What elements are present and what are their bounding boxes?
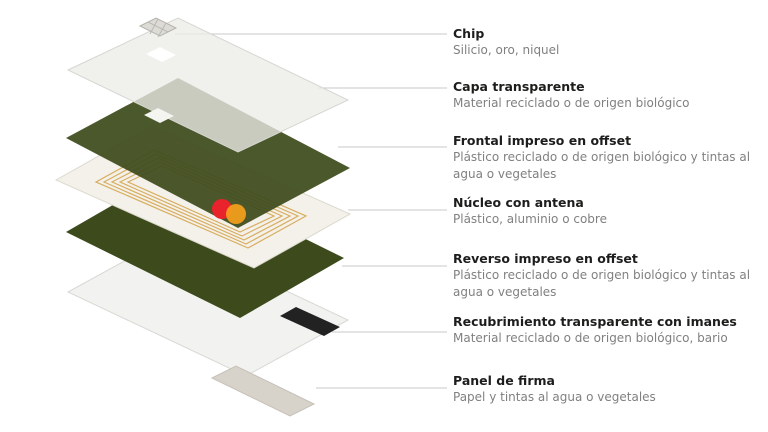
mastercard-orange-circle	[226, 204, 246, 224]
leader-lines	[175, 33, 447, 389]
magnetic-stripe	[280, 307, 340, 336]
window-cutout-top	[146, 47, 176, 62]
layer-title: Núcleo con antena	[453, 195, 584, 210]
layer-title: Recubrimiento transparente con imanes	[453, 314, 737, 329]
chip-icon	[138, 17, 178, 38]
layer-title: Chip	[453, 26, 485, 41]
layer-description: Plástico, aluminio o cobre	[453, 212, 607, 226]
frontal-layer	[66, 78, 350, 228]
layer-description: Silicio, oro, niquel	[453, 43, 560, 57]
signature-panel	[210, 365, 316, 417]
capa-transparente-layer	[66, 17, 350, 153]
label-capa-transparente: Capa transparente Material reciclado o d…	[453, 79, 763, 112]
layer-title: Frontal impreso en offset	[453, 133, 632, 148]
layer-title: Panel de firma	[453, 373, 555, 388]
layer-description: Material reciclado o de origen biológico…	[453, 331, 728, 345]
window-cutout-mid	[144, 108, 174, 123]
label-chip: Chip Silicio, oro, niquel	[453, 26, 763, 59]
label-panel-firma: Panel de firma Papel y tintas al agua o …	[453, 373, 763, 406]
layer-description: Plástico reciclado o de origen biológico…	[453, 150, 751, 181]
label-frontal: Frontal impreso en offset Plástico recic…	[453, 133, 763, 183]
label-recubrimiento: Recubrimiento transparente con imanes Ma…	[453, 314, 763, 347]
label-nucleo: Núcleo con antena Plástico, aluminio o c…	[453, 195, 763, 228]
label-reverso: Reverso impreso en offset Plástico recic…	[453, 251, 763, 301]
layer-title: Reverso impreso en offset	[453, 251, 638, 266]
layer-description: Plástico reciclado o de origen biológico…	[453, 268, 751, 299]
layer-description: Papel y tintas al agua o vegetales	[453, 390, 656, 404]
layer-title: Capa transparente	[453, 79, 585, 94]
layer-description: Material reciclado o de origen biológico	[453, 96, 690, 110]
